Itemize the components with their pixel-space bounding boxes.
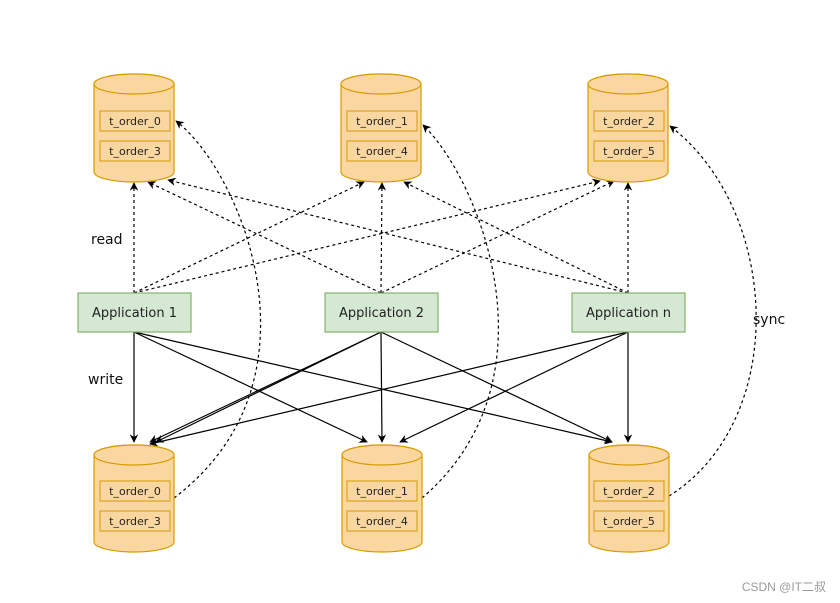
application-label: Application 1: [92, 306, 177, 321]
table-box: [593, 510, 665, 532]
read-arrow: [380, 180, 615, 294]
write-arrow: [133, 331, 368, 443]
sync-arrow: [668, 125, 757, 497]
database-bottom-3: t_order_2 t_order_5: [588, 444, 670, 553]
sync-label: sync: [753, 312, 785, 328]
table-box: [99, 510, 171, 532]
table-name: t_order_0: [109, 115, 161, 128]
application-1: Application 1: [77, 292, 192, 333]
cylinder-top: [341, 444, 423, 466]
application-2: Application 2: [324, 292, 439, 333]
table-name: t_order_0: [109, 485, 161, 498]
application-box: [324, 292, 439, 333]
table-name: t_order_4: [356, 145, 408, 158]
table-name: t_order_2: [603, 485, 655, 498]
application-n: Application n: [571, 292, 686, 333]
table-box: [593, 140, 665, 162]
database-bottom-1: t_order_0 t_order_3: [93, 444, 175, 553]
table-name: t_order_1: [356, 115, 408, 128]
application-box: [571, 292, 686, 333]
read-arrow: [133, 178, 601, 294]
database-top-3: t_order_2 t_order_5: [587, 73, 669, 183]
database-top-2: t_order_1 t_order_4: [340, 73, 422, 183]
table-box: [99, 110, 171, 132]
write-arrow: [149, 331, 629, 447]
database-top-1: t_order_0 t_order_3: [93, 73, 175, 183]
read-arrow: [147, 181, 382, 294]
read-arrow: [377, 182, 387, 294]
read-label: read: [91, 232, 123, 248]
cylinder-top: [340, 73, 422, 95]
table-box: [346, 510, 418, 532]
read-arrow: [403, 181, 629, 294]
cylinder-top: [93, 73, 175, 95]
table-name: t_order_4: [356, 515, 408, 528]
read-arrow: [133, 181, 365, 294]
cylinder-top: [587, 73, 669, 95]
table-box: [346, 140, 418, 162]
cylinder-top: [588, 444, 670, 466]
write-arrow: [399, 331, 629, 443]
write-connections: [129, 331, 633, 447]
write-arrow: [133, 331, 613, 445]
sync-connections: [173, 120, 757, 499]
write-arrow: [377, 331, 387, 443]
table-name: t_order_5: [603, 145, 655, 158]
write-arrow: [380, 331, 613, 443]
table-box: [99, 480, 171, 502]
sync-arrow: [173, 120, 262, 499]
watermark: CSDN @IT二叔: [742, 580, 826, 594]
cylinder-top: [93, 444, 175, 466]
read-arrow: [167, 177, 629, 294]
table-name: t_order_2: [603, 115, 655, 128]
table-box: [593, 110, 665, 132]
table-name: t_order_5: [603, 515, 655, 528]
table-box: [346, 110, 418, 132]
table-name: t_order_3: [109, 145, 161, 158]
table-name: t_order_3: [109, 515, 161, 528]
write-arrow: [155, 331, 382, 443]
application-label: Application 2: [339, 306, 424, 321]
table-box: [593, 480, 665, 502]
read-connections: [129, 177, 633, 294]
table-box: [99, 140, 171, 162]
application-label: Application n: [586, 306, 671, 321]
database-bottom-2: t_order_1 t_order_4: [341, 444, 423, 553]
table-name: t_order_1: [356, 485, 408, 498]
table-box: [346, 480, 418, 502]
application-box: [77, 292, 192, 333]
write-label: write: [88, 372, 123, 388]
